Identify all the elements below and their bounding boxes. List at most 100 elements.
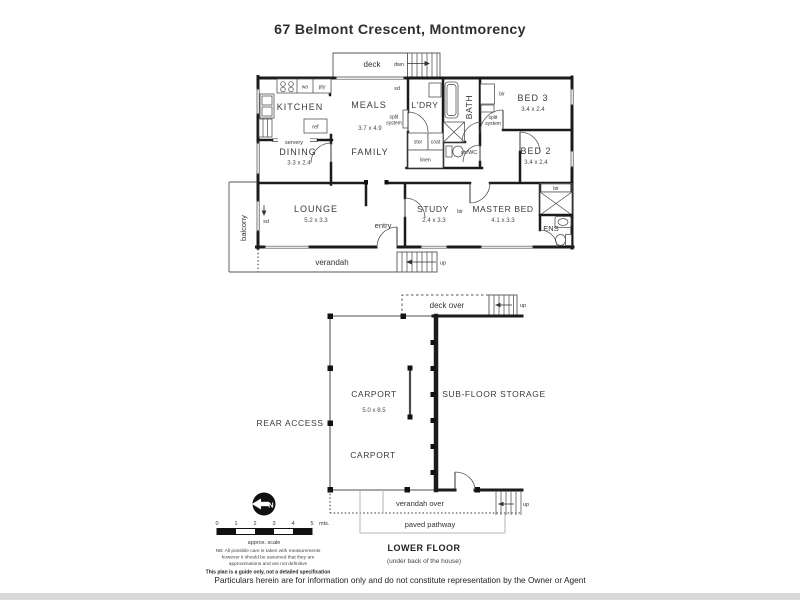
- posts: [327, 313, 480, 493]
- room-family: FAMILY: [351, 147, 388, 157]
- servery-label: servery: [285, 140, 303, 146]
- upper-floor-plan: deck dwn sd balcony: [228, 52, 575, 273]
- room-carport2: CARPORT: [350, 450, 396, 460]
- room-ens: ENS: [543, 224, 558, 233]
- toilet-icon: [555, 234, 572, 246]
- master-dims: 4.1 x 3.3: [491, 217, 515, 224]
- down-arrow-icon: [407, 61, 430, 66]
- up-label: up: [523, 502, 529, 508]
- nb-line: NB: All possible care is taken with meas…: [216, 548, 321, 554]
- shwc-label: sh/WC: [461, 150, 478, 156]
- split-system-unit: [480, 104, 495, 113]
- room-study: STUDY: [417, 204, 449, 214]
- coat-label: coat: [431, 140, 441, 146]
- sliding-door-top-label: sd: [394, 86, 400, 92]
- storage-door: [454, 471, 476, 491]
- vanity-icon: [554, 216, 572, 228]
- balcony-area: balcony: [228, 181, 259, 273]
- split-system-unit: [402, 109, 409, 129]
- paved-pathway-area: paved pathway: [359, 513, 506, 534]
- room-kitchen: KITCHEN: [277, 102, 324, 112]
- deck-over-label: deck over: [430, 301, 465, 310]
- windows: [256, 76, 574, 249]
- deck-label: deck: [364, 60, 382, 69]
- pantry-label: pty: [319, 85, 326, 91]
- verandah-over-stairs-icon: [495, 490, 522, 515]
- carport-dims: 5.0 x 8.5: [362, 407, 386, 414]
- deck-over-area: deck over up: [401, 294, 526, 317]
- verandah-stairs-icon: [396, 251, 438, 273]
- sliding-door-arrow-icon: [261, 205, 267, 216]
- disclaimer-notes: NB: All possible care is taken with meas…: [206, 548, 331, 576]
- scale-tick: 5: [310, 521, 313, 527]
- linen-cupboard: [407, 149, 444, 169]
- carport-posts-line: [329, 315, 436, 491]
- scale-tick: 2: [253, 521, 256, 527]
- nb-line: approximations and are not definitive: [229, 561, 308, 567]
- servery-bg: [278, 137, 310, 146]
- system-label: system: [485, 121, 501, 127]
- north-arrow-icon: [252, 498, 261, 510]
- scale-tick: 4: [291, 521, 294, 527]
- verandah-area: verandah up: [258, 251, 446, 273]
- lounge-dims: 5.2 x 3.3: [304, 217, 328, 224]
- study-dims: 2.4 x 3.3: [422, 217, 446, 224]
- room-ldry: L'DRY: [411, 100, 438, 110]
- room-master: MASTER BED: [472, 204, 533, 214]
- room-carport: CARPORT: [351, 389, 397, 399]
- scale-caption: approx. scale: [248, 540, 281, 546]
- nb-line: however it should be assumed that they a…: [222, 555, 315, 561]
- lower-floor-subtitle: (under back of the house): [387, 558, 461, 565]
- deck-area: deck dwn sd: [332, 52, 441, 92]
- bathtub-icon: [444, 81, 459, 119]
- split-label: split: [390, 115, 400, 121]
- page-title: 67 Belmont Crescent, Montmorency: [274, 22, 526, 38]
- stor-label: stor: [414, 140, 423, 146]
- legend: N 0 1 2 3 4 5 mts. approx. scale NB: All…: [206, 492, 331, 576]
- compass-n-label: N: [268, 501, 273, 510]
- deck-over-stairs-icon: [488, 294, 518, 317]
- balcony-label: balcony: [239, 215, 248, 241]
- wall-oven-label: wo: [302, 85, 309, 91]
- bir-label: bir: [553, 186, 559, 192]
- lower-floor-title: LOWER FLOOR: [388, 543, 461, 553]
- bed2-dims: 3.4 x 2.4: [524, 159, 548, 166]
- room-lounge: LOUNGE: [294, 204, 338, 214]
- scale-tick: 1: [234, 521, 237, 527]
- room-storage: SUB-FLOOR STORAGE: [442, 389, 546, 399]
- wardrobe-icon: [539, 191, 573, 216]
- entry-label: entry: [375, 221, 392, 230]
- footer-disclaimer: Particulars herein are for information o…: [214, 575, 586, 585]
- bir-label: bir: [457, 209, 463, 215]
- door-swings: [310, 109, 558, 248]
- bir-label: bir: [499, 92, 505, 98]
- carport-divider: [407, 365, 413, 420]
- dishwasher-icon: [258, 118, 273, 138]
- kitchen-fixtures: wo pty ref servery: [258, 78, 332, 146]
- linen-label: linen: [420, 158, 431, 164]
- deck-dwn-label: dwn: [394, 62, 404, 68]
- bed3-dims: 3.4 x 2.4: [521, 106, 545, 113]
- guide-note: This plan is a guide only, not a detaile…: [206, 570, 331, 576]
- robe-bed3: [480, 83, 495, 105]
- room-bed3: BED 3: [517, 93, 548, 103]
- scale-unit: mts.: [319, 521, 330, 527]
- sd-label: sd: [263, 219, 269, 225]
- fridge-box: [303, 118, 328, 134]
- room-bed2: BED 2: [520, 146, 551, 156]
- room-dining: DINING: [279, 147, 317, 157]
- verandah-over-label: verandah over: [396, 499, 444, 508]
- verandah-label: verandah: [315, 258, 348, 267]
- dining-dims: 3.3 x 2.4: [287, 160, 311, 167]
- cooktop-icon: [280, 81, 294, 93]
- rear-access-label: REAR ACCESS: [256, 418, 323, 428]
- bench-top: [276, 78, 332, 94]
- up-label: up: [440, 261, 446, 267]
- scale-tick: 0: [215, 521, 218, 527]
- scale-bar: 0 1 2 3 4 5 mts. approx. scale: [215, 521, 329, 546]
- verandah-over-area: verandah over up: [329, 490, 529, 515]
- scale-tick: 3: [272, 521, 275, 527]
- system-label: system: [386, 121, 402, 127]
